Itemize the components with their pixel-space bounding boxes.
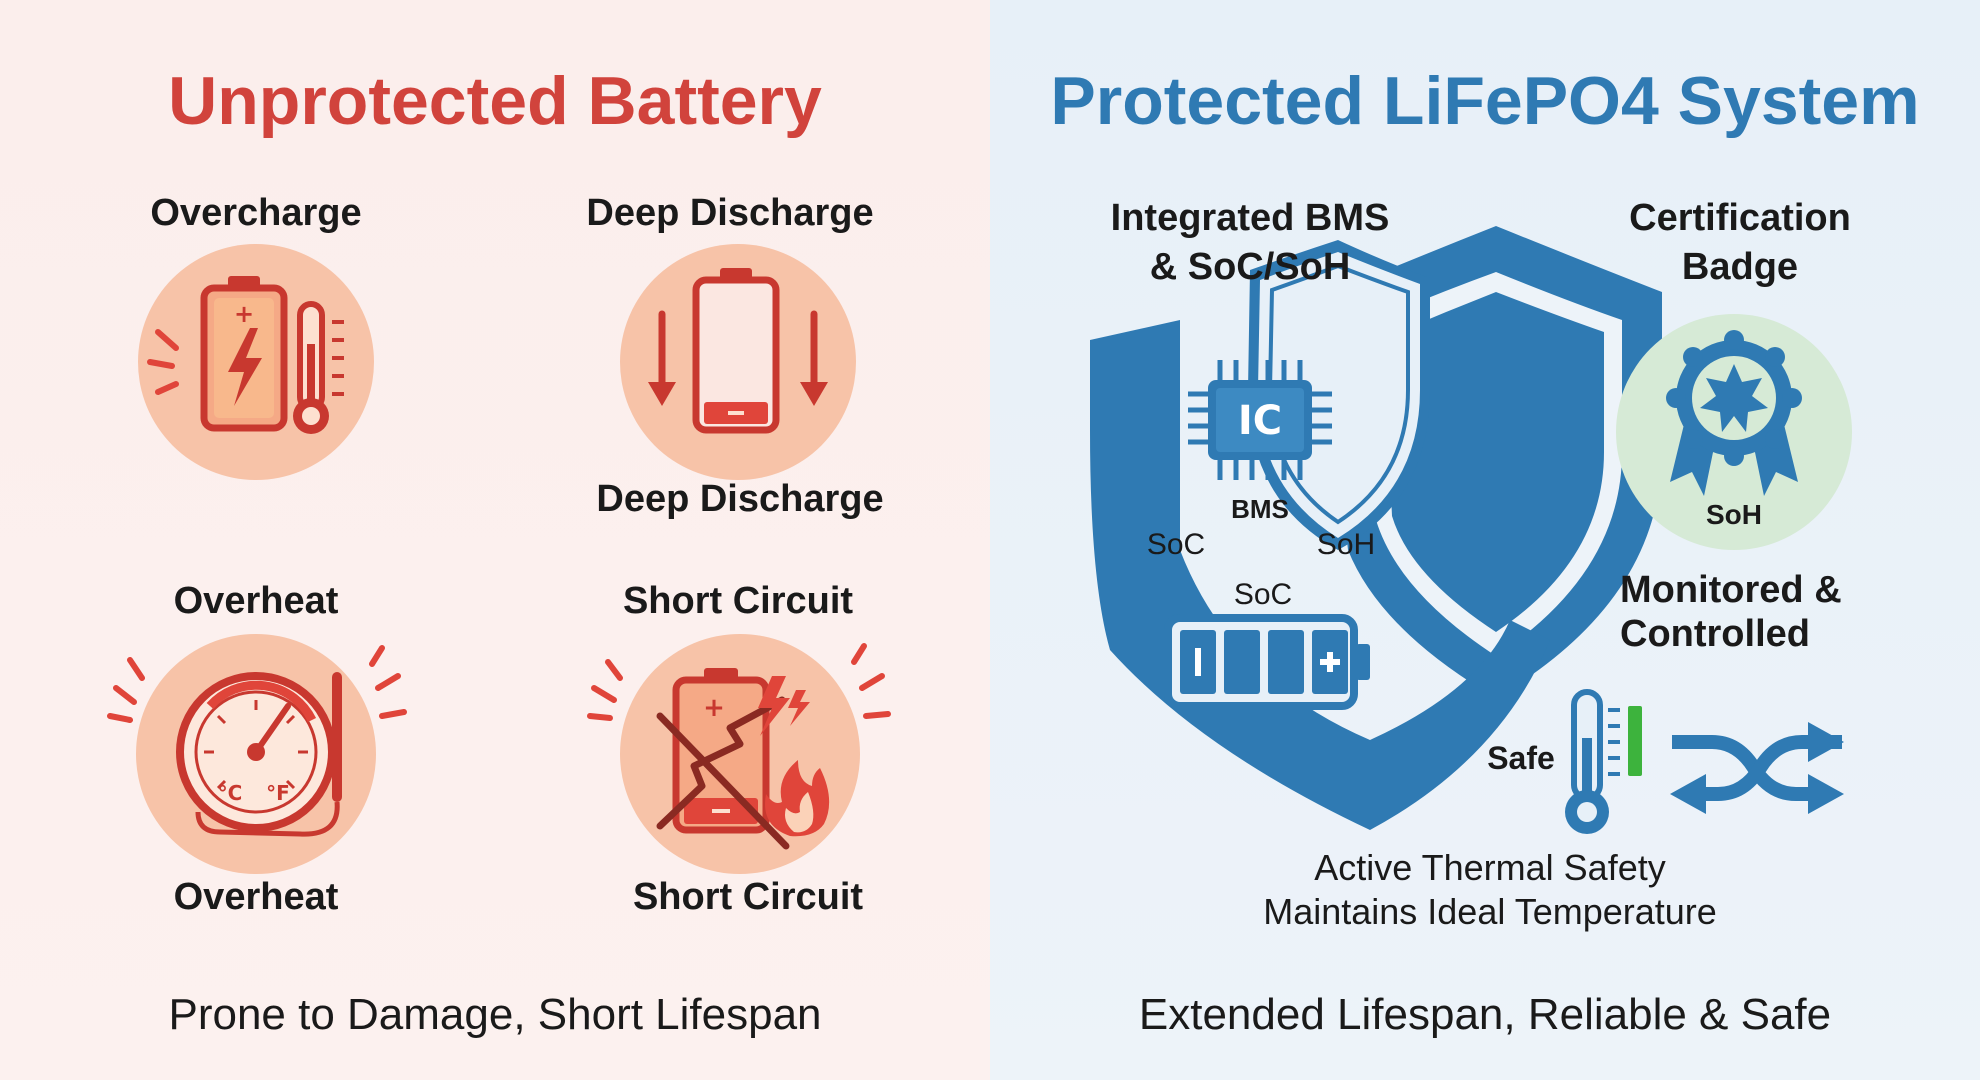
shuffle-arrows-icon — [1670, 722, 1844, 814]
deep-discharge-label-top: Deep Discharge — [586, 192, 874, 234]
short-circuit-label-top: Short Circuit — [622, 580, 854, 622]
unprotected-title: Unprotected Battery — [168, 63, 822, 139]
cert-badge-caption: SoH — [1706, 499, 1762, 530]
thermometer-icon — [1565, 689, 1642, 834]
certification-label-line1: Certification — [1629, 197, 1851, 239]
overcharge-label: Overcharge — [150, 192, 362, 234]
thermal-label: Active Thermal Safety Maintains Ideal Te… — [1240, 846, 1740, 934]
thermal-label-line2: Maintains Ideal Temperature — [1263, 891, 1717, 932]
battery-soc-label: SoC — [1233, 578, 1293, 611]
unprotected-footer: Prone to Damage, Short Lifespan — [168, 990, 822, 1039]
chip-icon: IC — [1188, 360, 1332, 480]
certification-label: Certification Badge — [1590, 194, 1890, 292]
left-panel — [0, 0, 990, 1080]
protected-title: Protected LiFePO4 System — [1050, 63, 1920, 139]
soh-label-right: SoH — [1316, 528, 1376, 561]
monitored-label-line2: Controlled — [1620, 613, 1810, 655]
fahrenheit-unit: °F — [266, 781, 290, 805]
overheat-label-bottom: Overheat — [173, 876, 339, 918]
bms-label: Integrated BMS & SoC/SoH — [1080, 194, 1420, 292]
deep-discharge-label-bottom: Deep Discharge — [596, 478, 884, 520]
certification-label-line2: Badge — [1681, 246, 1799, 288]
bms-label-line1: Integrated BMS — [1110, 197, 1390, 239]
thermal-label-line1: Active Thermal Safety — [1314, 847, 1666, 888]
overheat-label-top: Overheat — [173, 580, 339, 622]
svg-text:+: + — [234, 300, 254, 328]
bms-label-line2: & SoC/SoH — [1149, 246, 1351, 288]
chip-caption: BMS — [1231, 494, 1289, 524]
monitored-label: Monitored & Controlled — [1620, 568, 1860, 656]
monitored-label-line1: Monitored & — [1620, 569, 1842, 611]
short-circuit-label-bottom: Short Circuit — [632, 876, 864, 918]
rosette-badge-icon: SoH — [1616, 314, 1852, 550]
battery-lightning-thermometer-icon: + — [138, 244, 374, 480]
charged-battery-icon — [1164, 614, 1370, 710]
celsius-unit: °C — [218, 781, 243, 805]
soc-label-left: SoC — [1146, 528, 1206, 561]
protected-footer: Extended Lifespan, Reliable & Safe — [1138, 990, 1832, 1039]
chip-label: IC — [1238, 398, 1282, 444]
svg-text:+: + — [703, 693, 725, 723]
safe-label: Safe — [1487, 740, 1555, 776]
battery-spark-fire-icon: + — [587, 634, 891, 874]
temperature-gauge-icon: °C °F — [107, 634, 407, 874]
empty-battery-down-arrows-icon — [620, 244, 856, 480]
